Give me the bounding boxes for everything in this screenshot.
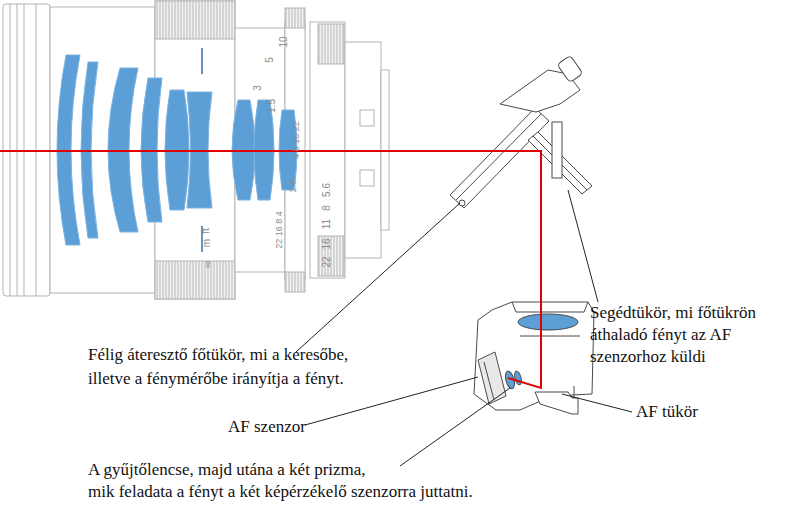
leader-line	[296, 203, 460, 352]
housing-edge	[574, 386, 575, 398]
leader-line	[400, 388, 510, 466]
dof-ring-grip	[285, 272, 305, 292]
housing-edge	[512, 302, 588, 312]
callout-text: Segédtükör, mi főtükrön áthaladó fényt a…	[590, 302, 756, 368]
sub-mirror-bracket	[552, 122, 562, 178]
af-mirror	[535, 392, 578, 414]
aperture-mark: 22	[321, 256, 333, 267]
aperture-mark: 5.6	[321, 183, 333, 197]
scale-mark: m	[201, 239, 213, 247]
aperture-mark: 8	[321, 205, 333, 211]
af-sensor	[478, 352, 506, 404]
hinge-knob	[557, 55, 583, 82]
focus-ring-grip	[155, 261, 235, 299]
aperture-mark: 11	[321, 219, 333, 229]
scale-mark: 4 8 16 22	[291, 121, 302, 159]
scale-mark: ∞	[201, 260, 214, 268]
leader-line	[568, 190, 598, 302]
callout-text: Félig áteresztő főtükör, mi a keresőbe, …	[88, 343, 348, 391]
scale-mark: 2.8	[288, 180, 299, 193]
aperture-ring-grip	[318, 236, 344, 276]
aperture-ring-grip	[318, 24, 344, 64]
focus-ring-grip	[155, 1, 235, 39]
mount-pin	[360, 110, 374, 126]
callout-text: A gyűjtőlencse, majd utána a két prizma,…	[88, 459, 473, 503]
leader-lines	[296, 190, 632, 466]
mount-pin	[360, 170, 374, 186]
scale-mark: ft	[200, 228, 212, 234]
scale-mark: 10	[278, 36, 290, 47]
housing-edge	[520, 336, 580, 337]
main-mirror	[450, 108, 549, 208]
scale-mark: 5	[264, 57, 276, 63]
af-housing	[474, 302, 594, 410]
scale-mark: 1.5	[266, 99, 278, 113]
leader-line	[562, 394, 632, 412]
sensor-edge	[484, 362, 494, 400]
separator-prism	[513, 370, 522, 385]
mirror-edge	[456, 114, 541, 200]
condenser-lens	[518, 314, 578, 330]
mirror-assembly	[450, 55, 592, 208]
callout-text: AF szenzor	[228, 416, 306, 438]
dof-ring-grip	[285, 8, 305, 28]
callout-text: AF tükör	[636, 401, 698, 423]
scale-mark: 3	[252, 85, 264, 91]
scale-mark: 22 16 8 4	[274, 211, 285, 249]
aperture-mark: 16	[321, 238, 333, 249]
index-mark	[201, 48, 203, 74]
